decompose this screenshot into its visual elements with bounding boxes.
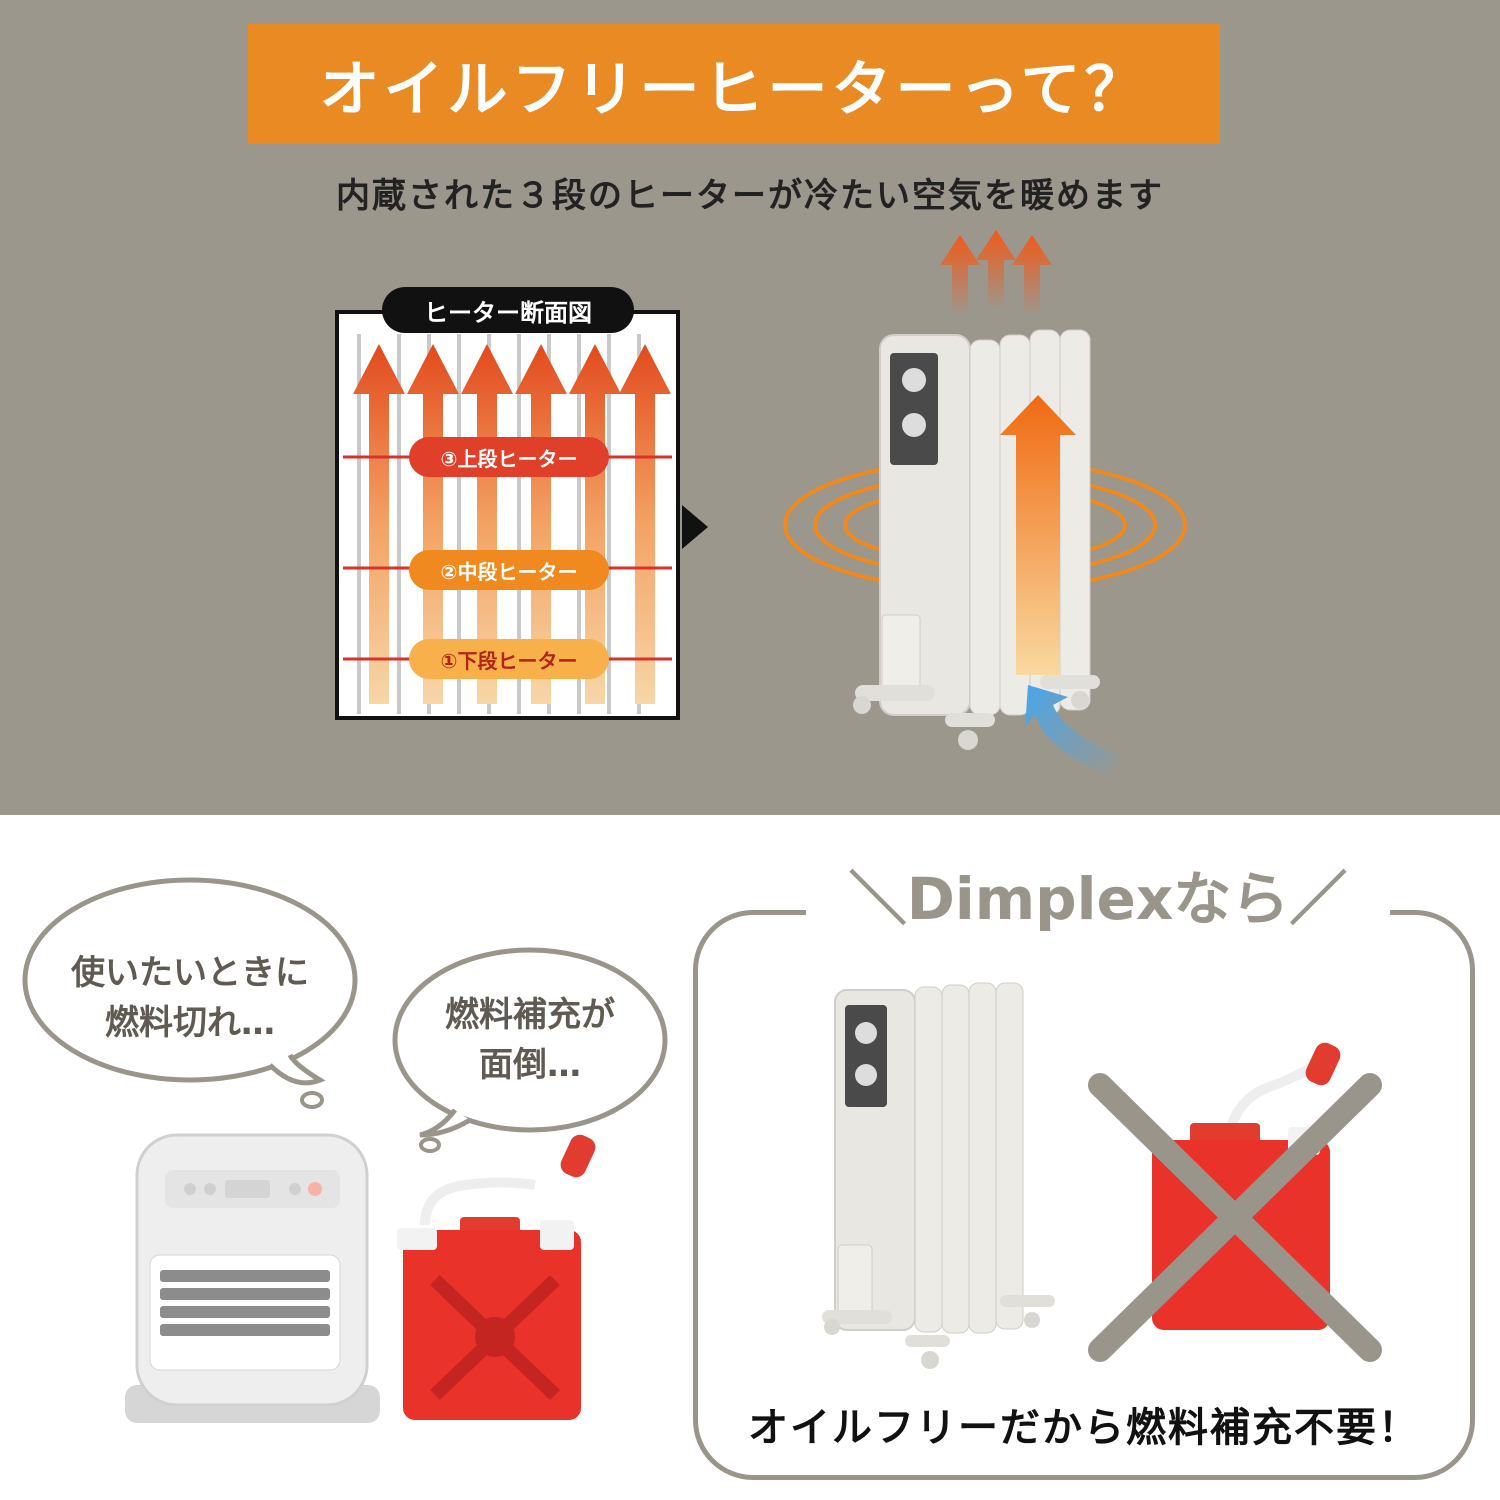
- heat-arrow-icon: [353, 344, 405, 704]
- heat-arrow-icon: [569, 344, 621, 704]
- diagram-title: ヒーター断面図: [382, 287, 634, 333]
- heat-arrow-icon: [1012, 235, 1052, 315]
- dimplex-vs-fuel-graphic: [822, 982, 1382, 1369]
- fan-heater-icon: [125, 1133, 380, 1423]
- cold-air-arrow-icon: [1025, 685, 1120, 775]
- bubble-right-text: 燃料補充が 面倒…: [400, 990, 660, 1090]
- heat-arrow-icon: [461, 344, 513, 704]
- title-banner: オイルフリーヒーターって？: [248, 24, 1220, 144]
- thought-bubble-icon: [22, 877, 358, 1083]
- heat-arrow-icon: [407, 344, 459, 704]
- bubble-left-line1: 使いたいときに: [71, 953, 309, 993]
- heat-arrow-icon: [1000, 395, 1076, 675]
- heat-arrows: [353, 344, 671, 704]
- dimplex-caption: オイルフリーだから燃料補充不要！: [748, 1405, 1420, 1451]
- heat-arrow-icon: [976, 230, 1016, 310]
- fuel-can-icon: [397, 1134, 596, 1420]
- heat-arrow-icon: [619, 344, 671, 704]
- dimplex-heading: ＼Dimplexなら／: [848, 865, 1348, 933]
- kerosene-heater-and-can: [125, 1133, 596, 1423]
- bubble-right-line1: 燃料補充が: [445, 995, 615, 1035]
- dimplex-heater-icon: [822, 982, 1055, 1369]
- upper-heater-text: ③上段ヒーター: [440, 446, 578, 471]
- pointer-arrow-icon: [682, 505, 708, 549]
- page-subtitle: 内蔵された３段のヒーターが冷たい空気を暖めます: [336, 176, 1164, 216]
- heat-arrow-icon: [940, 235, 980, 315]
- thought-bubble-right: [392, 947, 668, 1153]
- bubble-left-text: 使いたいときに 燃料切れ…: [40, 948, 340, 1048]
- thought-bubble-icon: [392, 947, 668, 1133]
- middle-heater-label: ②中段ヒーター: [409, 550, 609, 590]
- bubble-right-line2: 面倒…: [479, 1045, 581, 1085]
- heat-arrow-icon: [515, 344, 567, 704]
- thought-bubble-left: [22, 877, 358, 1109]
- lower-heater-label: ①下段ヒーター: [409, 639, 609, 679]
- middle-heater-text: ②中段ヒーター: [440, 559, 578, 584]
- rising-heat-arrows: [940, 230, 1052, 315]
- bubble-left-line2: 燃料切れ…: [105, 1003, 275, 1043]
- heading-gap: [806, 902, 1390, 922]
- upper-heater-label: ③上段ヒーター: [409, 437, 609, 477]
- heater-icon: [853, 329, 1100, 750]
- cross-icon: [1088, 1073, 1382, 1362]
- heater-with-airflow: [783, 230, 1187, 775]
- lower-heater-text: ①下段ヒーター: [440, 648, 578, 673]
- page-title: オイルフリーヒーターって？: [319, 54, 1149, 125]
- heater-cross-section-diagram: ③上段ヒーター ②中段ヒーター ①下段ヒーター: [335, 310, 680, 720]
